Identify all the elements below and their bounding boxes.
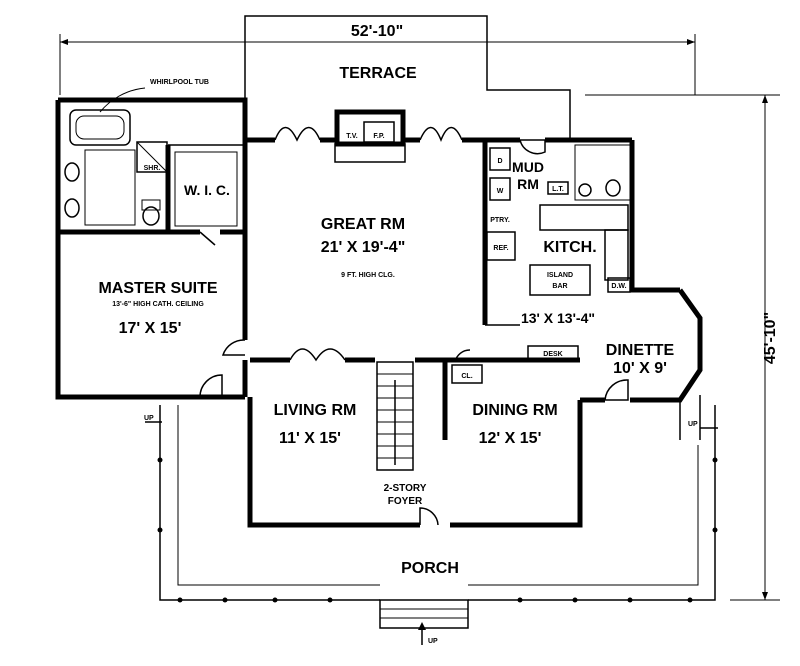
up-label-right: UP	[688, 421, 698, 428]
terrace: TERRACE	[244, 15, 571, 140]
master-bath: WHIRLPOOL TUB SHR.	[64, 79, 209, 226]
whirlpool-label: WHIRLPOOL TUB	[150, 79, 209, 86]
kitchen: PTRY. REF. KITCH. ISLAND BAR D.W. 13' X …	[486, 204, 631, 326]
up-label-front: UP	[428, 638, 438, 645]
mud-room-line2: RM	[517, 176, 539, 192]
depth-dimension: 45'-10"	[585, 94, 780, 601]
refrigerator-icon	[486, 231, 516, 261]
master-suite-note: 13'-6" HIGH CATH. CEILING	[112, 301, 204, 308]
wic-label: W. I. C.	[184, 182, 230, 198]
mud-room: MUD RM D W L.T.	[489, 139, 631, 201]
counter	[539, 204, 629, 231]
terrace-label: TERRACE	[339, 65, 417, 82]
dining-room: DINING RM 12' X 15' CL.	[451, 349, 558, 447]
shower-label: SHR.	[144, 165, 161, 172]
laundry-tub-label: L.T.	[552, 186, 564, 193]
kitchen-name: KITCH.	[543, 239, 596, 256]
refrigerator-label: REF.	[493, 245, 508, 252]
great-room-size: 21' X 19'-4"	[321, 239, 406, 256]
dinette-name: DINETTE	[606, 342, 675, 359]
pantry-label: PTRY.	[490, 217, 510, 224]
exterior-walls	[55, 97, 703, 528]
great-room: T.V. F.P. GREAT RM 21' X 19'-4" 9 FT. HI…	[274, 109, 463, 279]
master-suite: MASTER SUITE 13'-6" HIGH CATH. CEILING 1…	[98, 280, 246, 398]
washer-label: W	[497, 188, 504, 195]
kitchen-size: 13' X 13'-4"	[521, 310, 595, 326]
mud-room-line1: MUD	[512, 159, 544, 175]
up-label-left: UP	[144, 415, 154, 422]
walk-in-closet: W. I. C.	[174, 151, 238, 246]
master-suite-size: 17' X 15'	[119, 320, 182, 337]
dinette-size: 10' X 9'	[613, 360, 667, 377]
dryer-label: D	[497, 158, 502, 165]
width-dimension: 52'-10"	[59, 20, 696, 95]
desk	[527, 345, 579, 361]
sink-icon	[64, 198, 80, 218]
master-suite-name: MASTER SUITE	[98, 280, 217, 297]
living-room: LIVING RM 11' X 15'	[274, 348, 357, 447]
fireplace-icon	[363, 121, 395, 143]
whirlpool-tub-icon	[69, 109, 131, 146]
washer-icon	[489, 177, 511, 201]
sink-icon	[578, 183, 592, 197]
toilet-icon	[605, 179, 621, 197]
closet	[451, 364, 483, 384]
dining-room-size: 12' X 15'	[479, 430, 542, 447]
foyer-line2: FOYER	[388, 496, 423, 507]
closet-label: CL.	[461, 373, 472, 380]
great-room-name: GREAT RM	[321, 216, 405, 233]
dishwasher-label: D.W.	[611, 283, 626, 290]
depth-label: 45'-10"	[762, 312, 779, 364]
island-line1: ISLAND	[547, 272, 573, 279]
living-room-size: 11' X 15'	[279, 430, 341, 447]
foyer-line1: 2-STORY	[384, 483, 427, 494]
fireplace-label: F.P.	[373, 133, 384, 140]
living-room-name: LIVING RM	[274, 402, 357, 419]
porch: PORCH UP UP UP	[144, 405, 718, 645]
porch-steps	[379, 599, 469, 629]
porch-label: PORCH	[401, 560, 459, 577]
dining-room-name: DINING RM	[472, 402, 557, 419]
great-room-note: 9 FT. HIGH CLG.	[341, 272, 395, 279]
foyer: 2-STORY FOYER	[384, 483, 439, 526]
island-bar	[529, 264, 591, 296]
dinette: DINETTE 10' X 9' DESK	[527, 342, 701, 440]
sink-icon	[64, 162, 80, 182]
toilet-icon	[142, 206, 160, 226]
island-line2: BAR	[552, 283, 567, 290]
dryer-icon	[489, 147, 511, 171]
tv-label: T.V.	[346, 133, 357, 140]
desk-label: DESK	[543, 351, 562, 358]
shower-icon	[136, 141, 168, 173]
width-label: 52'-10"	[351, 23, 403, 40]
staircase	[376, 361, 414, 471]
